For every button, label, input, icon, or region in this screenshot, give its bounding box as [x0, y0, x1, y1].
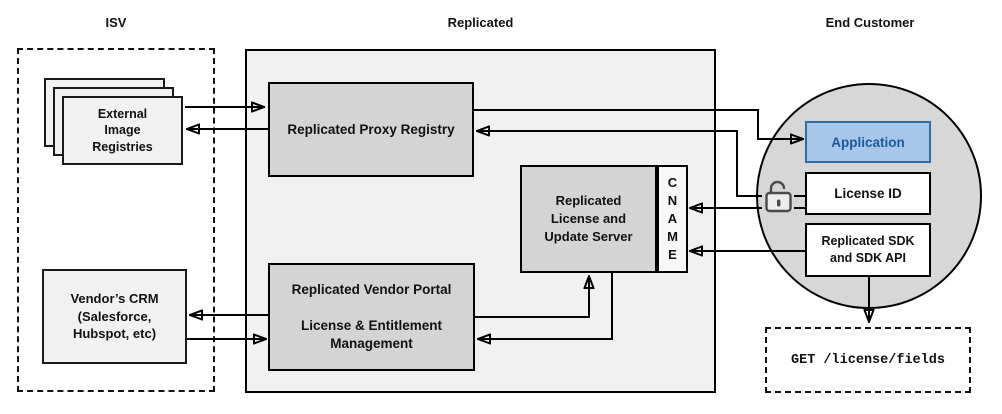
license-id-node: License ID [805, 172, 931, 215]
replicated-vendor-portal: Replicated Vendor Portal License & Entit… [268, 263, 475, 371]
external-image-registries: External Image Registries [62, 96, 183, 165]
replicated-sdk-node: Replicated SDK and SDK API [805, 223, 931, 277]
replicated-section-label: Replicated [447, 15, 514, 30]
isv-dashed-container [17, 48, 215, 392]
connector-proxy-to-application [474, 109, 803, 139]
end-customer-section-label: End Customer [825, 15, 915, 30]
isv-section-label: ISV [105, 15, 127, 30]
connector-server-to-portal [478, 273, 613, 339]
replicated-proxy-registry: Replicated Proxy Registry [268, 82, 474, 177]
open-lock-icon [765, 180, 792, 213]
license-update-server: Replicated License and Update Server [520, 165, 657, 273]
application-node: Application [805, 121, 931, 163]
cname-strip: C N A M E [657, 165, 688, 273]
get-license-fields-label: GET /license/fields [791, 352, 945, 368]
get-license-fields-box: GET /license/fields [765, 327, 971, 393]
connector-portal-to-server [475, 276, 589, 318]
vendors-crm: Vendor’s CRM (Salesforce, Hubspot, etc) [42, 269, 187, 364]
connector-licenseid-to-proxy [477, 131, 762, 197]
